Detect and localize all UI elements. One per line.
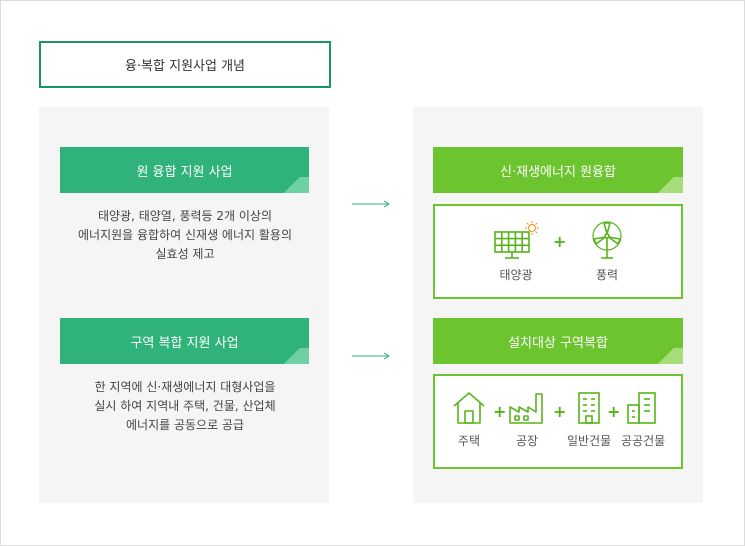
banner-zone-complex: 구역 복합 지원 사업 <box>60 318 309 364</box>
icon-caption: 공장 <box>515 434 539 448</box>
desc-source-fusion: 태양광, 태양열, 풍력등 2개 이상의 에너지원을 융합하여 신재생 에너지 … <box>50 207 320 264</box>
banner-renewable-fusion: 신·재생에너지 원융합 <box>433 147 683 193</box>
icon-caption: 일반건물 <box>567 434 612 448</box>
icon-item-solar: 태양광 <box>491 220 541 283</box>
plus-sign: + <box>607 402 621 421</box>
plus-sign: + <box>493 402 507 421</box>
banner-corner-decoration <box>275 348 309 364</box>
banner-installation-zone: 설치대상 구역복합 <box>433 318 683 364</box>
icon-caption: 태양광 <box>499 268 533 282</box>
desc-line: 에너지를 공동으로 공급 <box>125 418 245 432</box>
arrow-right-icon <box>352 200 390 208</box>
arrow-right-icon <box>352 352 390 360</box>
banner-installation-zone-label: 설치대상 구역복합 <box>508 335 608 351</box>
energy-source-box: 태양광 + 풍력 <box>433 204 683 299</box>
banner-zone-complex-label: 구역 복합 지원 사업 <box>130 335 239 351</box>
public-building-icon <box>627 392 656 424</box>
banner-source-fusion-label: 원 융합 지원 사업 <box>136 164 233 180</box>
page-title-text: 융·복합 지원사업 개념 <box>124 59 246 74</box>
banner-corner-decoration <box>275 177 309 193</box>
desc-zone-complex: 한 지역에 신·재생에너지 대형사업을 실시 하여 지역내 주택, 건물, 산업… <box>50 378 320 435</box>
building-icon <box>578 392 600 424</box>
plus-sign: + <box>553 402 567 421</box>
house-icon <box>453 392 485 424</box>
desc-line: 태양광, 태양열, 풍력등 2개 이상의 <box>97 209 273 223</box>
icon-caption: 공공건물 <box>621 434 666 448</box>
icon-item-house: 주택 <box>451 390 487 449</box>
factory-icon <box>509 393 543 424</box>
banner-source-fusion: 원 융합 지원 사업 <box>60 147 309 193</box>
banner-renewable-fusion-label: 신·재생에너지 원융합 <box>500 164 616 180</box>
icon-caption: 풍력 <box>595 268 619 282</box>
installation-target-box: 주택 + 공장 + 일반건물 + <box>433 374 683 469</box>
icon-item-factory: 공장 <box>507 390 547 449</box>
icon-item-public-building: 공공건물 <box>621 390 665 449</box>
desc-line: 실시 하여 지역내 주택, 건물, 산업체 <box>94 399 276 413</box>
icon-caption: 주택 <box>457 434 481 448</box>
solar-panel-icon <box>494 221 539 259</box>
wind-turbine-icon <box>592 221 622 259</box>
desc-line: 실효성 제고 <box>155 247 215 261</box>
icon-item-wind: 풍력 <box>585 220 629 283</box>
desc-line: 에너지원을 융합하여 신재생 에너지 활용의 <box>78 228 292 242</box>
icon-item-general-building: 일반건물 <box>567 390 611 449</box>
banner-corner-decoration <box>649 348 683 364</box>
page-title: 융·복합 지원사업 개념 <box>39 41 331 88</box>
plus-sign: + <box>553 232 567 251</box>
desc-line: 한 지역에 신·재생에너지 대형사업을 <box>94 380 276 394</box>
banner-corner-decoration <box>649 177 683 193</box>
